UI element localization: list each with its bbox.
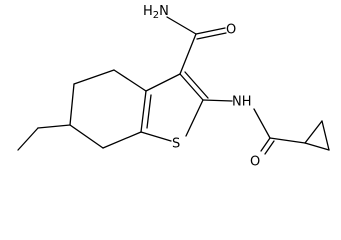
bond-c-cp1 xyxy=(269,137,306,144)
bond-c-c3 xyxy=(179,33,197,75)
bond-c-o-double-b xyxy=(196,32,227,40)
label-nh: NH xyxy=(232,95,252,110)
bond-c5-c6 xyxy=(69,83,75,126)
label-sulfur: S xyxy=(172,137,180,152)
bond-c7-c7a xyxy=(102,131,142,149)
bond-nh-c xyxy=(253,108,271,139)
bond-c3a-c7a-b xyxy=(146,94,152,129)
bonds xyxy=(17,16,330,155)
bond-c6-c7 xyxy=(69,124,104,149)
molecule-structure: H2N O NH S O xyxy=(17,4,330,170)
bond-c2-nh xyxy=(202,99,233,102)
bond-c-o2-double-a xyxy=(260,137,271,152)
bond-cp1-cp2 xyxy=(304,120,323,144)
bond-c3-c2-b xyxy=(184,71,209,99)
bond-c-o-double-a xyxy=(195,27,226,35)
bond-c6-ch2 xyxy=(37,124,71,129)
bond-cp2-cp3 xyxy=(321,120,330,151)
label-amide-nh2: H2N xyxy=(143,4,169,22)
bond-c3-c3a xyxy=(145,73,181,92)
bond-c3a-c7a-a xyxy=(140,90,147,133)
bond-nh2-c xyxy=(166,16,197,35)
bond-c4-c5 xyxy=(73,69,115,85)
bond-c3a-c4 xyxy=(113,69,147,92)
bond-s-c7a xyxy=(140,131,172,142)
bond-ch2-ch3 xyxy=(17,127,39,151)
bond-c-o2-double-b xyxy=(264,140,275,155)
label-carbonyl-oxygen-1: O xyxy=(226,23,236,38)
bond-c2-s xyxy=(185,99,204,137)
label-carbonyl-oxygen-2: O xyxy=(250,155,260,170)
bond-cp3-cp1 xyxy=(304,142,330,151)
atom-labels: H2N O NH S O xyxy=(143,4,260,170)
bond-c3-c2-a xyxy=(179,73,204,101)
